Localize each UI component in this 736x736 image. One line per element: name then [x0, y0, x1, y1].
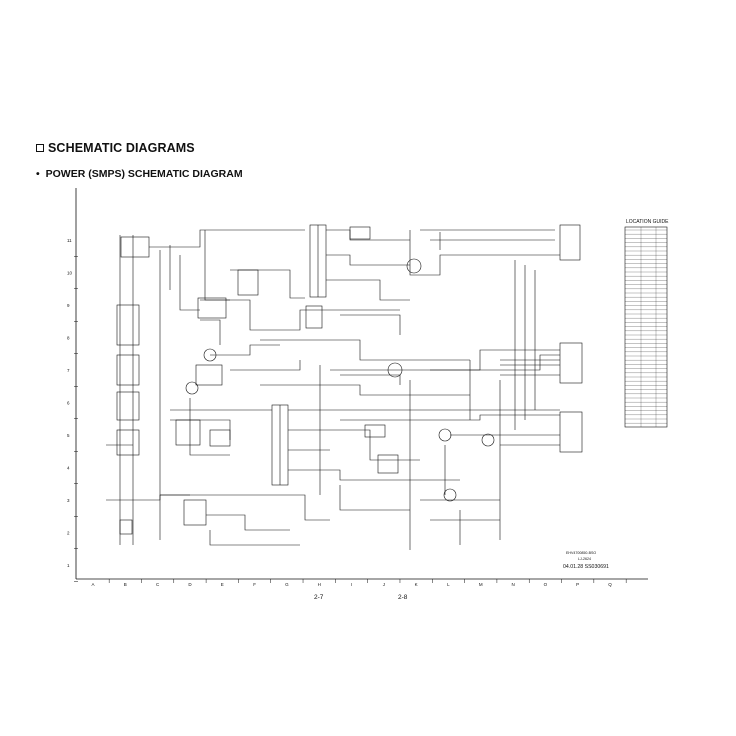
row-label-8: 8: [67, 336, 70, 341]
column-label-M: M: [479, 582, 483, 587]
row-label-3: 3: [67, 498, 70, 503]
row-grid-labels: 11 10 9 8 7 6 5 4 3 2 1: [67, 238, 78, 582]
column-label-C: C: [156, 582, 160, 587]
page-subtitle-text: POWER (SMPS) SCHEMATIC DIAGRAM: [45, 168, 243, 180]
column-label-D: D: [188, 582, 192, 587]
location-guide-title: LOCATION GUIDE: [626, 219, 669, 225]
column-label-O: O: [544, 582, 548, 587]
row-label-5: 5: [67, 433, 70, 438]
model-label-1: EHV4700850-BSO: [566, 551, 596, 555]
column-label-I: I: [351, 582, 352, 587]
row-label-4: 4: [67, 466, 70, 471]
column-label-K: K: [415, 582, 418, 587]
column-label-Q: Q: [608, 582, 612, 587]
column-label-H: H: [318, 582, 321, 587]
page-title-text: SCHEMATIC DIAGRAMS: [48, 141, 195, 155]
bullet-icon: •: [36, 168, 40, 180]
row-label-11: 11: [67, 238, 72, 243]
column-label-P: P: [576, 582, 579, 587]
circuit-wires: [106, 224, 583, 550]
page-title: SCHEMATIC DIAGRAMS: [36, 141, 195, 155]
column-label-E: E: [221, 582, 224, 587]
column-label-N: N: [511, 582, 514, 587]
row-label-7: 7: [67, 368, 70, 373]
checkbox-square-icon: [36, 144, 44, 152]
column-label-F: F: [253, 582, 256, 587]
page-subtitle: • POWER (SMPS) SCHEMATIC DIAGRAM: [36, 168, 243, 180]
column-label-G: G: [285, 582, 289, 587]
column-label-B: B: [124, 582, 127, 587]
row-label-6: 6: [67, 401, 70, 406]
date-code-label: 04.01.28 SS030691: [563, 564, 609, 570]
column-label-A: A: [91, 582, 94, 587]
column-label-J: J: [383, 582, 385, 587]
row-label-10: 10: [67, 271, 73, 276]
row-label-2: 2: [67, 531, 70, 536]
location-guide-table: LOCATION GUIDE: [624, 219, 669, 428]
model-label-2: LJ-2624: [578, 557, 591, 561]
row-label-1: 1: [67, 563, 70, 568]
page-number-left: 2-7: [314, 594, 324, 601]
column-grid-labels: A B C D E F G H I J K L M N O P Q: [91, 579, 627, 587]
column-label-L: L: [447, 582, 450, 587]
row-label-9: 9: [67, 303, 70, 308]
page-number-right: 2-8: [398, 594, 408, 601]
